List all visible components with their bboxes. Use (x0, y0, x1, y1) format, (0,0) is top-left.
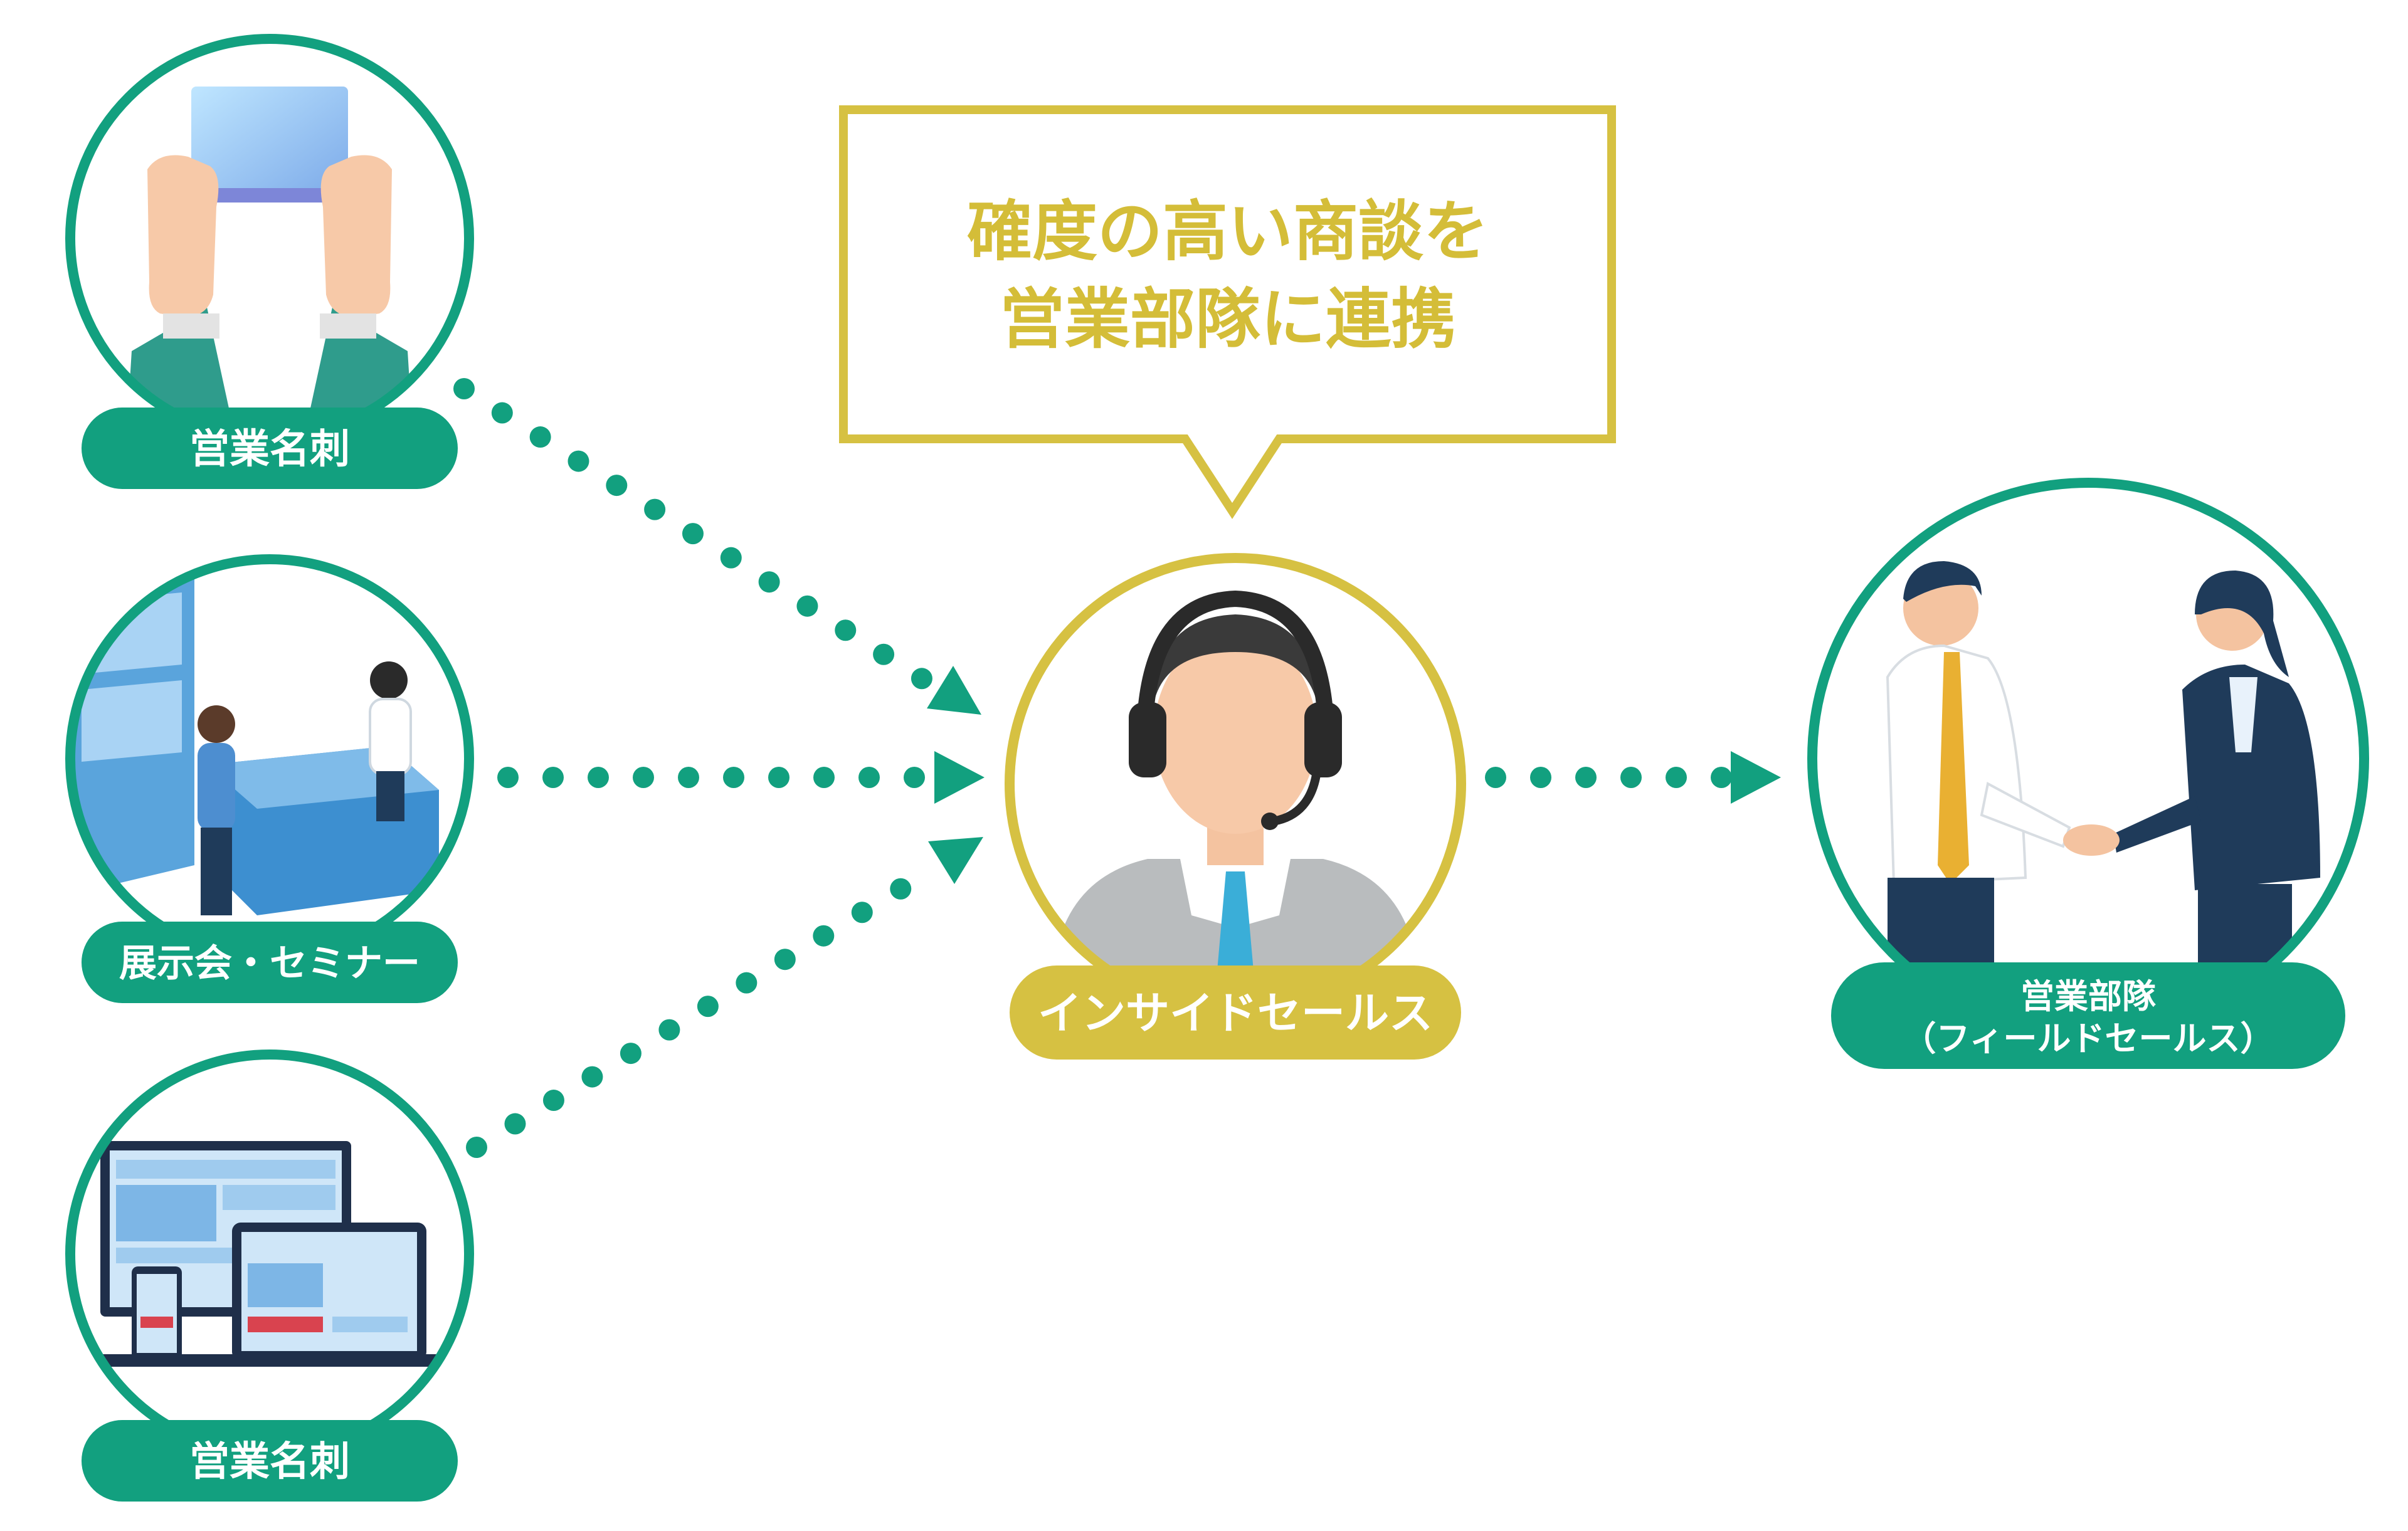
arrow-source1-to-center (453, 378, 981, 715)
arrow-center-to-target (1485, 751, 1781, 804)
callout-line2: 営業部隊に連携 (1000, 281, 1456, 357)
center-label: インサイドセールス (1038, 987, 1433, 1039)
source-card-3: 営業名刺 (65, 1050, 474, 1502)
source-label-2: 展示会・セミナー (119, 942, 420, 986)
target-label-line1: 営業部隊 (2020, 977, 2156, 1016)
source-label-pill-3 (82, 1420, 458, 1502)
callout-line1: 確度の高い商談を (967, 193, 1489, 270)
web-devices-icon (75, 1141, 439, 1367)
center-node: インサイドセールス (1005, 553, 1466, 1060)
source-label-pill-1 (82, 408, 458, 489)
source-card-1: 営業名刺 (65, 34, 474, 489)
source-label-1: 営業名刺 (189, 426, 350, 473)
center-label-pill (1010, 965, 1461, 1060)
target-node: 営業部隊 （フィールドセールス） (1807, 478, 2369, 1069)
callout-bubble: 確度の高い商談を 営業部隊に連携 (839, 105, 1616, 519)
headset-operator-icon (1054, 590, 1417, 1009)
arrow-source2-to-center (497, 751, 985, 804)
source-label-pill-2 (82, 922, 458, 1003)
source-label-3: 営業名刺 (189, 1439, 350, 1485)
target-label-line2: （フィールドセールス） (1903, 1019, 2274, 1058)
arrow-source3-to-center (466, 837, 983, 1158)
source-card-2: 展示会・セミナー (65, 554, 474, 1003)
target-label-pill (1831, 962, 2345, 1069)
